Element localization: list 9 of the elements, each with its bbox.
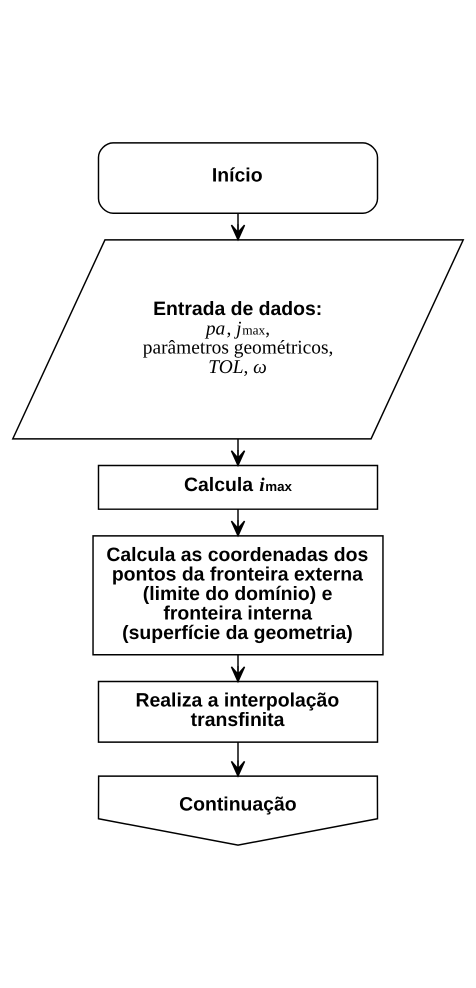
- arrow: [230, 742, 246, 777]
- arrow: [230, 654, 246, 682]
- node-box: Início: [98, 142, 378, 214]
- node-box: Calcula imax: [98, 464, 378, 510]
- arrow: [230, 213, 246, 240]
- node-box: Calcula as coordenadas dos pontos da fronteira externa (limite do domínio) e fronteira interna (superfície da geometria): [92, 535, 384, 656]
- node-box: Realiza a interpolação transfinita: [98, 680, 378, 743]
- arrow: [230, 438, 246, 466]
- arrow: [230, 509, 246, 536]
